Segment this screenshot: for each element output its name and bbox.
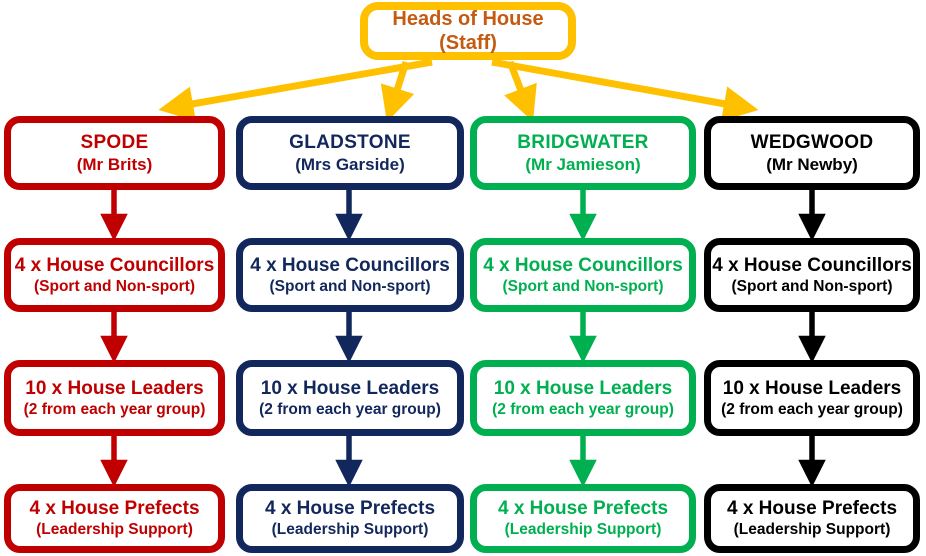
wedgwood-leaders-subtitle: (2 from each year group)	[721, 400, 903, 418]
bridgwater-councillors-title: 4 x House Councillors	[483, 254, 683, 276]
house-name-spode: SPODE	[80, 131, 149, 153]
house-name-wedgwood: WEDGWOOD	[750, 131, 874, 153]
gladstone-leaders-title: 10 x House Leaders	[260, 377, 440, 399]
arrow-root-to-gladstone	[380, 60, 415, 123]
spode-leaders-title: 10 x House Leaders	[25, 377, 204, 399]
gladstone-prefects-subtitle: (Leadership Support)	[271, 521, 429, 539]
bridgwater-prefects-subtitle: (Leadership Support)	[504, 521, 662, 539]
gladstone-councillors-title: 4 x House Councillors	[250, 254, 450, 276]
gladstone-councillors-subtitle: (Sport and Non-sport)	[269, 277, 431, 295]
spode-leaders-subtitle: (2 from each year group)	[23, 400, 206, 418]
wedgwood-leaders-title: 10 x House Leaders	[722, 377, 902, 399]
spode-prefects-box[interactable]: 4 x House Prefects (Leadership Support)	[4, 484, 225, 553]
house-staff-gladstone: (Mrs Garside)	[295, 155, 405, 175]
arrow-root-to-bridgwater	[504, 60, 537, 122]
house-header-gladstone[interactable]: GLADSTONE (Mrs Garside)	[236, 116, 464, 190]
house-staff-bridgwater: (Mr Jamieson)	[525, 155, 641, 175]
wedgwood-councillors-subtitle: (Sport and Non-sport)	[731, 277, 893, 295]
house-staff-spode: (Mr Brits)	[76, 155, 153, 175]
arrow-root-to-spode	[158, 58, 433, 122]
bridgwater-prefects-title: 4 x House Prefects	[497, 498, 669, 520]
gladstone-prefects-box[interactable]: 4 x House Prefects (Leadership Support)	[236, 484, 464, 553]
heads-of-house-subtitle: (Staff)	[439, 32, 497, 54]
spode-councillors-title: 4 x House Councillors	[14, 254, 215, 276]
bridgwater-leaders-box[interactable]: 10 x House Leaders (2 from each year gro…	[470, 360, 696, 436]
gladstone-leaders-box[interactable]: 10 x House Leaders (2 from each year gro…	[236, 360, 464, 436]
spode-councillors-box[interactable]: 4 x House Councillors (Sport and Non-spo…	[4, 238, 225, 312]
house-name-bridgwater: BRIDGWATER	[517, 131, 649, 153]
bridgwater-leaders-title: 10 x House Leaders	[493, 377, 673, 399]
spode-leaders-box[interactable]: 10 x House Leaders (2 from each year gro…	[4, 360, 225, 436]
wedgwood-prefects-title: 4 x House Prefects	[726, 498, 898, 520]
house-staff-wedgwood: (Mr Newby)	[766, 155, 858, 175]
wedgwood-prefects-box[interactable]: 4 x House Prefects (Leadership Support)	[704, 484, 920, 553]
arrow-root-to-wedgwood	[491, 58, 759, 121]
house-header-bridgwater[interactable]: BRIDGWATER (Mr Jamieson)	[470, 116, 696, 190]
wedgwood-councillors-title: 4 x House Councillors	[712, 254, 912, 276]
heads-of-house-title: Heads of House	[392, 7, 544, 30]
house-name-gladstone: GLADSTONE	[289, 131, 411, 153]
wedgwood-councillors-box[interactable]: 4 x House Councillors (Sport and Non-spo…	[704, 238, 920, 312]
wedgwood-prefects-subtitle: (Leadership Support)	[733, 521, 891, 539]
wedgwood-leaders-box[interactable]: 10 x House Leaders (2 from each year gro…	[704, 360, 920, 436]
spode-councillors-subtitle: (Sport and Non-sport)	[33, 277, 195, 295]
gladstone-prefects-title: 4 x House Prefects	[264, 498, 436, 520]
spode-prefects-subtitle: (Leadership Support)	[36, 521, 193, 539]
house-header-spode[interactable]: SPODE (Mr Brits)	[4, 116, 225, 190]
house-header-wedgwood[interactable]: WEDGWOOD (Mr Newby)	[704, 116, 920, 190]
bridgwater-leaders-subtitle: (2 from each year group)	[492, 400, 674, 418]
bridgwater-councillors-subtitle: (Sport and Non-sport)	[502, 277, 664, 295]
heads-of-house-box[interactable]: Heads of House (Staff)	[360, 2, 576, 60]
gladstone-leaders-subtitle: (2 from each year group)	[259, 400, 441, 418]
spode-prefects-title: 4 x House Prefects	[29, 498, 200, 520]
bridgwater-prefects-box[interactable]: 4 x House Prefects (Leadership Support)	[470, 484, 696, 553]
bridgwater-councillors-box[interactable]: 4 x House Councillors (Sport and Non-spo…	[470, 238, 696, 312]
gladstone-councillors-box[interactable]: 4 x House Councillors (Sport and Non-spo…	[236, 238, 464, 312]
